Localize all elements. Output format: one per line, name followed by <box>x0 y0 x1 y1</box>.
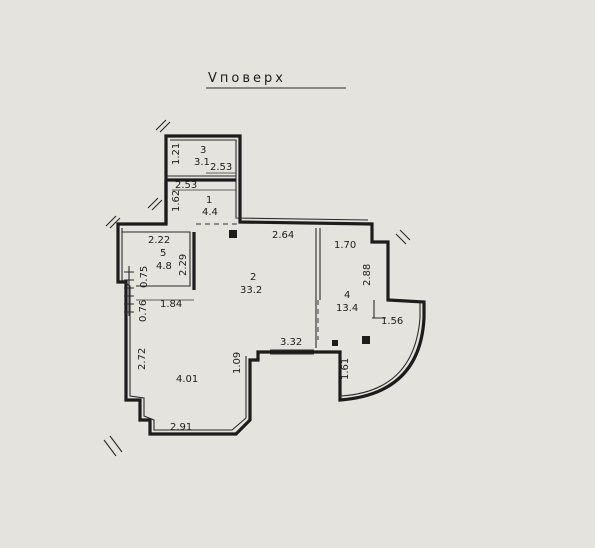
room-labels: 3 3.1 1 4.4 2 33.2 4 13.4 5 4.8 4.01 <box>156 145 358 385</box>
dimension-labels: 1.21 2.53 2.53 1.62 2.22 2.29 2.64 1.70 … <box>136 143 403 433</box>
break-markers <box>103 119 411 457</box>
dimension-label: 2.91 <box>170 422 192 433</box>
dimension-label: 2.53 <box>210 162 232 173</box>
dimension-label: 0.75 <box>139 266 150 288</box>
plan-title: Vповерх <box>208 71 286 86</box>
dimension-label: 1.21 <box>171 143 182 165</box>
dimension-label: 1.62 <box>171 190 182 212</box>
room-3-number: 3 <box>200 145 206 156</box>
dimension-label: 2.88 <box>362 264 373 286</box>
room-unnumbered-area: 4.01 <box>176 374 198 385</box>
outer-walls <box>116 134 426 436</box>
dimension-label: 3.32 <box>280 337 302 348</box>
dimension-label: 0.76 <box>138 300 149 322</box>
room-1-area: 4.4 <box>202 207 218 218</box>
room-5-area: 4.8 <box>156 261 172 272</box>
dimension-label: 2.72 <box>137 348 148 370</box>
dimension-label: 2.29 <box>178 254 189 276</box>
dimension-label: 2.53 <box>175 180 197 191</box>
dimension-label: 2.64 <box>272 230 294 241</box>
dimension-label: 1.70 <box>334 240 356 251</box>
room-4-number: 4 <box>344 290 350 301</box>
dimension-label: 1.56 <box>381 316 403 327</box>
room-5-number: 5 <box>160 248 166 259</box>
dimension-label: 1.09 <box>232 352 243 374</box>
room-3-area: 3.1 <box>194 157 210 168</box>
dimension-label: 1.61 <box>340 358 351 380</box>
room-4-area: 13.4 <box>336 303 358 314</box>
dimension-label: 2.22 <box>148 235 170 246</box>
dimension-label: 1.84 <box>160 299 182 310</box>
room-2-number: 2 <box>250 272 256 283</box>
room-1-number: 1 <box>206 195 212 206</box>
room-2-area: 33.2 <box>240 285 262 296</box>
